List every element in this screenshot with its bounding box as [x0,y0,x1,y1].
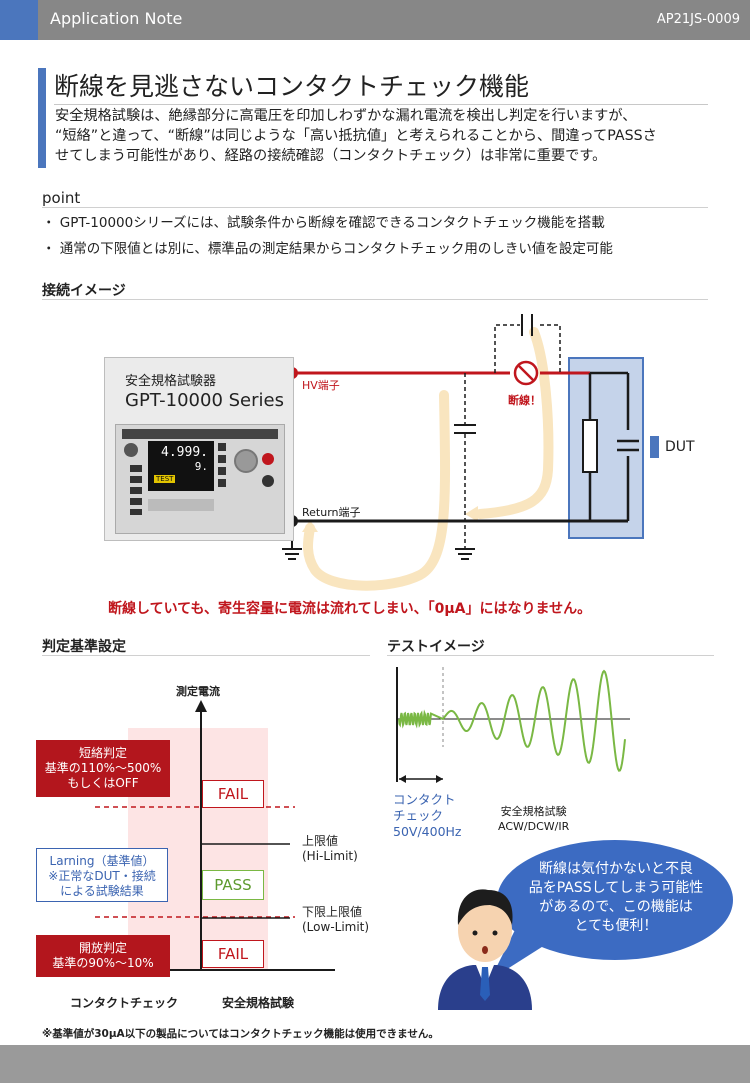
open-judgement-box: 開放判定 基準の90%～10% [36,935,170,977]
instrument-label: 安全規格試験器 [125,374,217,389]
speech-bubble-text: 断線は気付かないと不良 品をPASSしてしまう可能性 があるので、この機能は と… [506,860,726,936]
instrument-panel: 安全規格試験器 GPT-10000 Series 4.999. 9. TEST [104,357,294,541]
footer-bar [0,1045,750,1083]
x-label-safety-test: 安全規格試験 [222,996,295,1010]
parasitic-warning: 断線していても、寄生容量に電流は流れてしまい、「0μA」にはなりません。 [108,601,592,617]
criteria-heading: 判定基準設定 [42,639,126,655]
short-judgement-box: 短絡判定 基準の110%～500% もしくはOFF [36,740,170,797]
learning-box-line: による試験結果 [60,884,144,898]
break-label: 断線！ [508,394,541,407]
return-jack-icon [262,475,274,487]
test-heading: テストイメージ [387,639,485,655]
pass-badge: PASS [202,870,264,900]
function-keys [148,499,214,511]
point-item-text: GPT-10000シリーズには、試験条件から断線を確認できるコンタクトチェック機… [59,215,605,231]
side-keys [130,465,142,515]
point-item-text: 通常の下限値とは別に、標準品の測定結果からコンタクトチェック用のしきい値を設定可… [59,241,613,257]
document-id: AP21JS-0009 [656,12,740,27]
speech-bubble [497,840,733,960]
intro-line: 安全規格試験は、絶縁部分に高電圧を印加しわずかな漏れ電流を検出し判定を行いますが… [55,108,637,124]
page-title: 断線を見逃さないコンタクトチェック機能 [54,72,530,101]
person-tie [480,967,490,1001]
intro-line: せてしまう可能性があり、経路の接続確認（コンタクトチェック）は非常に重要です。 [55,148,607,164]
contact-check-line: 50V/400Hz [393,824,462,839]
waveform-trace [398,669,626,772]
intro-text: 安全規格試験は、絶縁部分に高電圧を印加しわずかな漏れ電流を検出し判定を行いますが… [55,106,711,166]
fail-lower-badge: FAIL [202,940,264,968]
safety-test-line: 安全規格試験 [500,805,567,818]
learning-box-line: Larning（基準値） [49,854,155,868]
test-waveform [396,667,630,783]
current-arrow-head [465,506,478,522]
learning-box-line: ※正常なDUT・接続 [48,869,156,883]
connection-heading: 接続イメージ [42,283,126,299]
open-box-line: 基準の90%～10% [52,956,154,970]
header-label: Application Note [50,9,183,28]
instrument-top-strip [122,429,278,439]
learning-box: Larning（基準値） ※正常なDUT・接続 による試験結果 [36,848,168,902]
instrument-front: 4.999. 9. TEST [115,424,285,534]
fail-upper-badge: FAIL [202,780,264,808]
bubble-line: とても便利！ [574,918,658,934]
return-current-path [303,390,451,591]
contact-check-line: コンタクト [393,792,456,807]
connection-diagram [282,314,659,591]
bubble-line: があるので、この機能は [539,899,693,915]
hi-limit-label: 上限値 (Hi-Limit) [302,834,358,864]
low-limit-line-2: (Low-Limit) [302,920,370,934]
connection-divider [42,299,708,300]
short-box-line: もしくはOFF [67,776,139,790]
point-divider [42,207,708,208]
hi-limit-line-2: (Hi-Limit) [302,849,358,863]
x-label-contact-check: コンタクトチェック [70,996,179,1010]
leak-current-path [475,327,554,519]
short-box-line: 基準の110%～500% [44,761,162,775]
intro-line: “短絡”と違って、“断線”は同じような「高い抵抗値」と考えられることから、間違っ… [55,128,657,144]
safety-test-label: 安全規格試験 ACW/DCW/IR [498,804,569,834]
footnote: ※基準値が30μA以下の製品についてはコンタクトチェック機能は使用できません。 [42,1028,439,1040]
criteria-divider [42,655,370,656]
speech-illustration [438,840,733,1010]
return-terminal-label: Return端子 [302,506,361,519]
rotary-knob-icon [234,449,258,473]
title-divider [54,104,708,105]
point-heading: point [42,189,81,207]
screen-test-button: TEST [154,475,176,483]
instrument-screen: 4.999. 9. TEST [148,441,214,491]
header-bar: Application Note AP21JS-0009 [0,0,750,40]
instrument-model: GPT-10000 Series [125,390,284,411]
person-face [458,898,512,962]
dut-resistor-icon [582,419,598,473]
dut-legend-swatch [650,436,659,458]
low-limit-label: 下限上限値 (Low-Limit) [302,905,369,935]
title-accent-bar [38,68,46,168]
contact-check-line: チェック [393,808,444,823]
dut-label: DUT [665,439,695,455]
hi-limit-line-1: 上限値 [302,834,339,848]
y-axis-label: 測定電流 [176,685,220,698]
header-accent [0,0,38,40]
bubble-line: 品をPASSしてしまう可能性 [528,880,704,896]
point-item: ・ 通常の下限値とは別に、標準品の測定結果からコンタクトチェック用のしきい値を設… [42,241,613,257]
current-arrow-head [302,520,318,532]
axis-arrow-icon [195,700,207,712]
open-box-line: 開放判定 [78,941,127,955]
hv-terminal-label: HV端子 [302,379,340,392]
bubble-line: 断線は気付かないと不良 [539,861,693,877]
screen-keys [218,443,226,491]
power-button-icon [124,443,138,457]
person-hair [457,889,513,925]
hv-jack-icon [262,453,274,465]
safety-test-line: ACW/DCW/IR [498,820,570,833]
short-box-line: 短絡判定 [78,746,127,760]
screen-reading-1: 4.999. [161,445,208,460]
low-limit-line-1: 下限上限値 [302,905,363,919]
contact-check-label: コンタクト チェック 50V/400Hz [393,792,462,840]
test-divider [387,655,714,656]
screen-reading-2: 9. [194,460,208,473]
point-item: ・ GPT-10000シリーズには、試験条件から断線を確認できるコンタクトチェッ… [42,215,605,231]
